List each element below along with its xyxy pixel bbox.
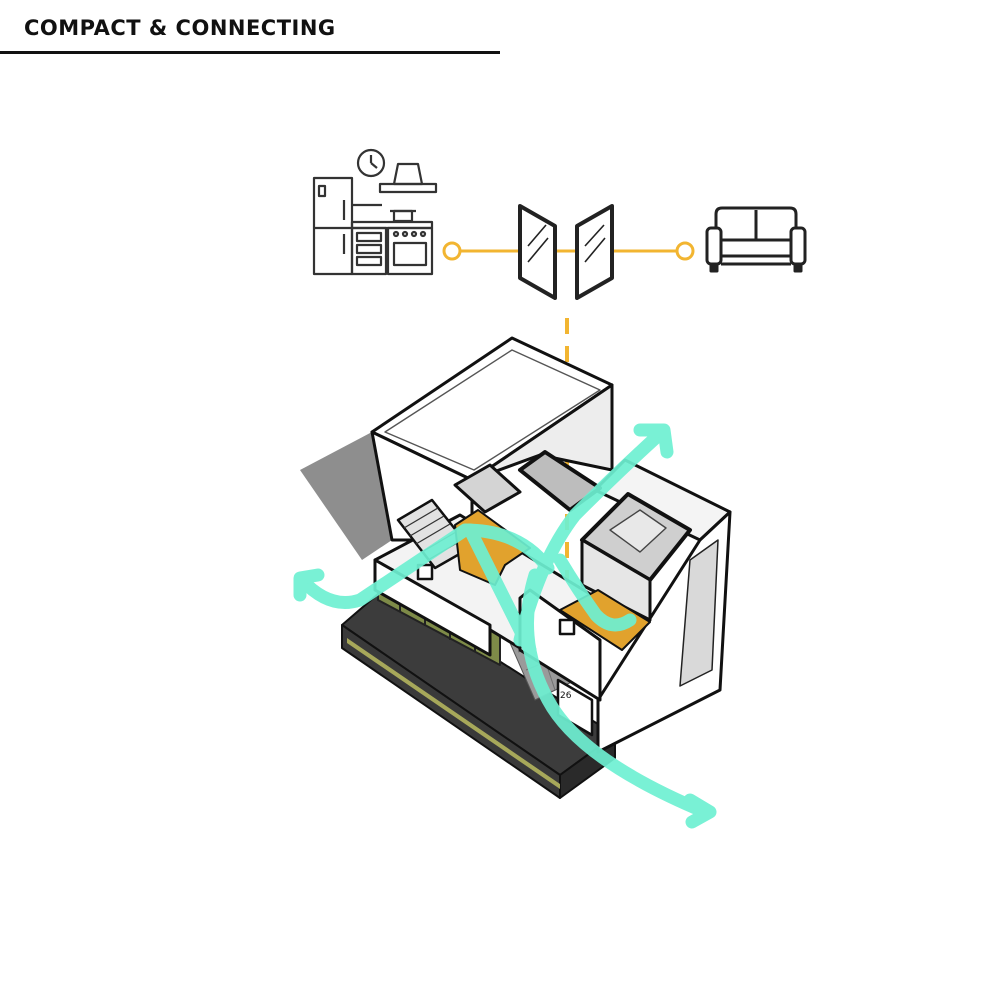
sofa-icon bbox=[705, 206, 807, 273]
base-strip bbox=[347, 638, 560, 789]
airflow-arrow-south bbox=[521, 568, 712, 819]
fridge-icon bbox=[312, 176, 354, 276]
stove-oven-icon bbox=[386, 226, 434, 276]
kitchen-icon bbox=[312, 148, 438, 276]
house-number-plate: 26 bbox=[560, 691, 572, 701]
range-hood-icon bbox=[378, 162, 438, 194]
airflow-arrow-east bbox=[553, 553, 637, 632]
front-column bbox=[556, 678, 594, 737]
pot-icon bbox=[390, 209, 416, 223]
wall-clock-icon bbox=[356, 148, 386, 178]
connector-line bbox=[442, 241, 695, 261]
connector-node-right bbox=[675, 241, 695, 261]
airflow-arrow-south-head bbox=[683, 793, 717, 829]
bedroom-wall-front bbox=[580, 538, 652, 622]
window-icon bbox=[416, 563, 434, 581]
airflow-arrows bbox=[293, 423, 717, 829]
front-wall-left bbox=[373, 558, 492, 657]
title-underline bbox=[0, 51, 500, 54]
airflow-arrow-west-head bbox=[293, 568, 325, 602]
airflow-arrow-west bbox=[295, 523, 555, 609]
house-axonometric: 26 bbox=[293, 336, 732, 829]
page-title: COMPACT & CONNECTING bbox=[24, 16, 336, 40]
window-icon bbox=[558, 618, 576, 636]
stair-room bbox=[453, 463, 522, 514]
connector-node-left bbox=[442, 241, 462, 261]
cast-shadow bbox=[300, 432, 392, 560]
airflow-arrow-north-head bbox=[633, 423, 674, 459]
airflow-arrow-loop bbox=[463, 523, 537, 657]
cabinet-drawers-icon bbox=[350, 226, 388, 276]
folding-glass-door-icon bbox=[518, 204, 614, 300]
bed-icon bbox=[609, 509, 667, 553]
